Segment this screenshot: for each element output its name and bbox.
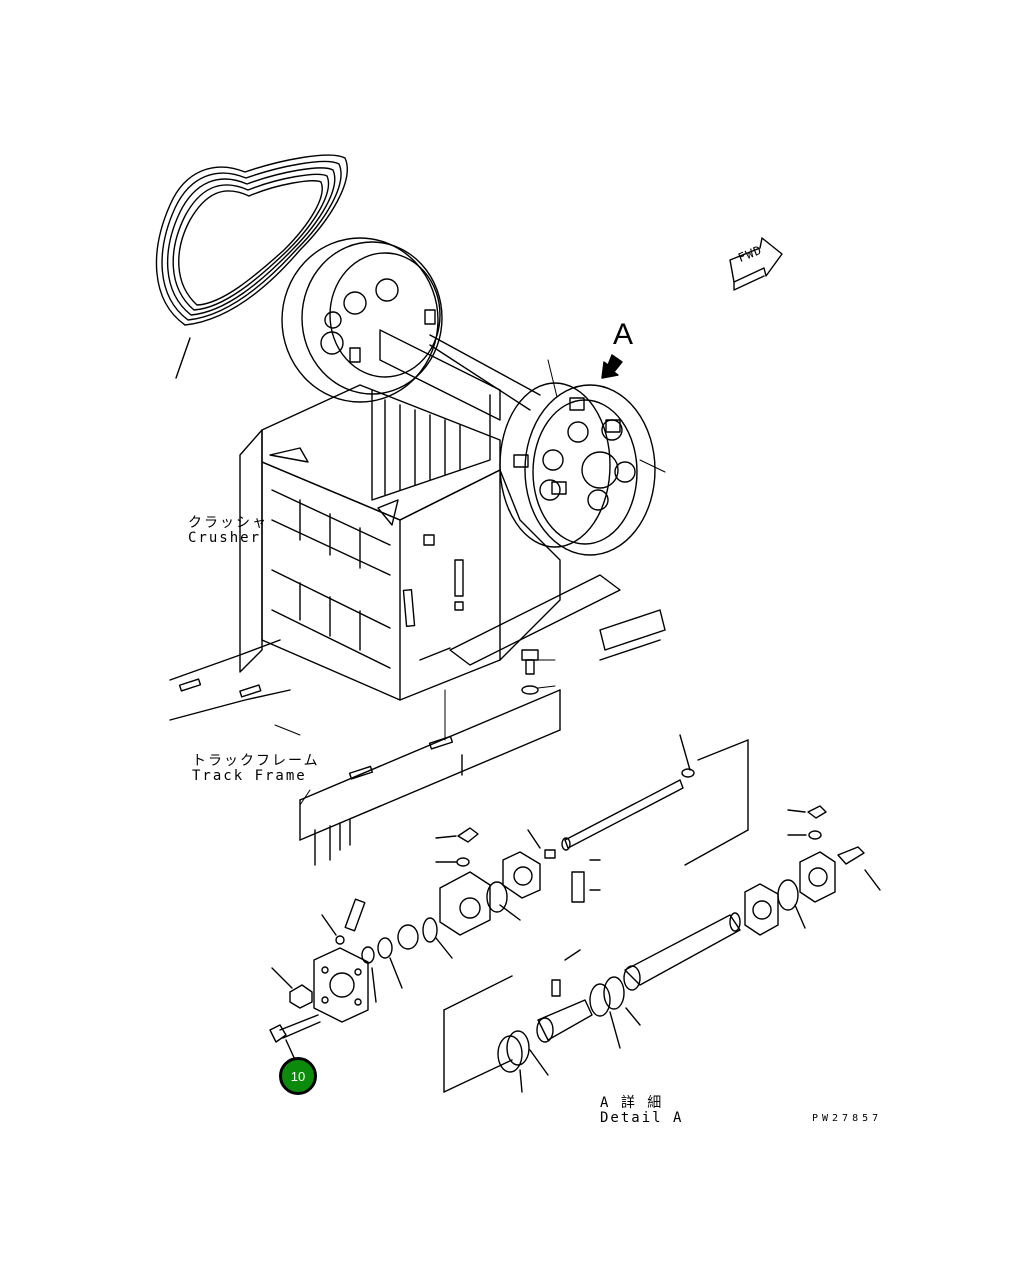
bearing-block-right: [744, 805, 881, 936]
bearing-block-left: [435, 827, 541, 936]
track-frame-label-jp: トラックフレーム: [192, 753, 320, 769]
detail-a-parts: [443, 912, 741, 1093]
front-flywheel: [429, 334, 656, 556]
bolts-and-clamps: [349, 309, 621, 611]
track-frame: [169, 609, 666, 866]
shaft-assembly: [527, 734, 749, 903]
detail-a-label-en: Detail A: [600, 1110, 684, 1126]
bolt-washer: [521, 649, 539, 695]
end-cover-parts: [269, 898, 453, 1063]
crusher-label-en: Crusher: [188, 530, 262, 546]
v-belt: [155, 154, 348, 379]
drawing-number: PW27857: [812, 1113, 883, 1124]
crusher-body: [239, 329, 621, 701]
detail-a-label-jp: A 詳 細: [600, 1095, 664, 1111]
view-a-marker: A: [613, 318, 634, 351]
rear-flywheel: [281, 237, 443, 403]
view-arrow-a: [601, 354, 623, 379]
callout-10-number: 10: [290, 1068, 306, 1084]
track-frame-label-en: Track Frame: [192, 768, 307, 784]
fwd-arrow: [729, 237, 783, 291]
crusher-label-jp: クラッシャ: [188, 515, 268, 531]
callout-10[interactable]: 10: [279, 1057, 317, 1095]
